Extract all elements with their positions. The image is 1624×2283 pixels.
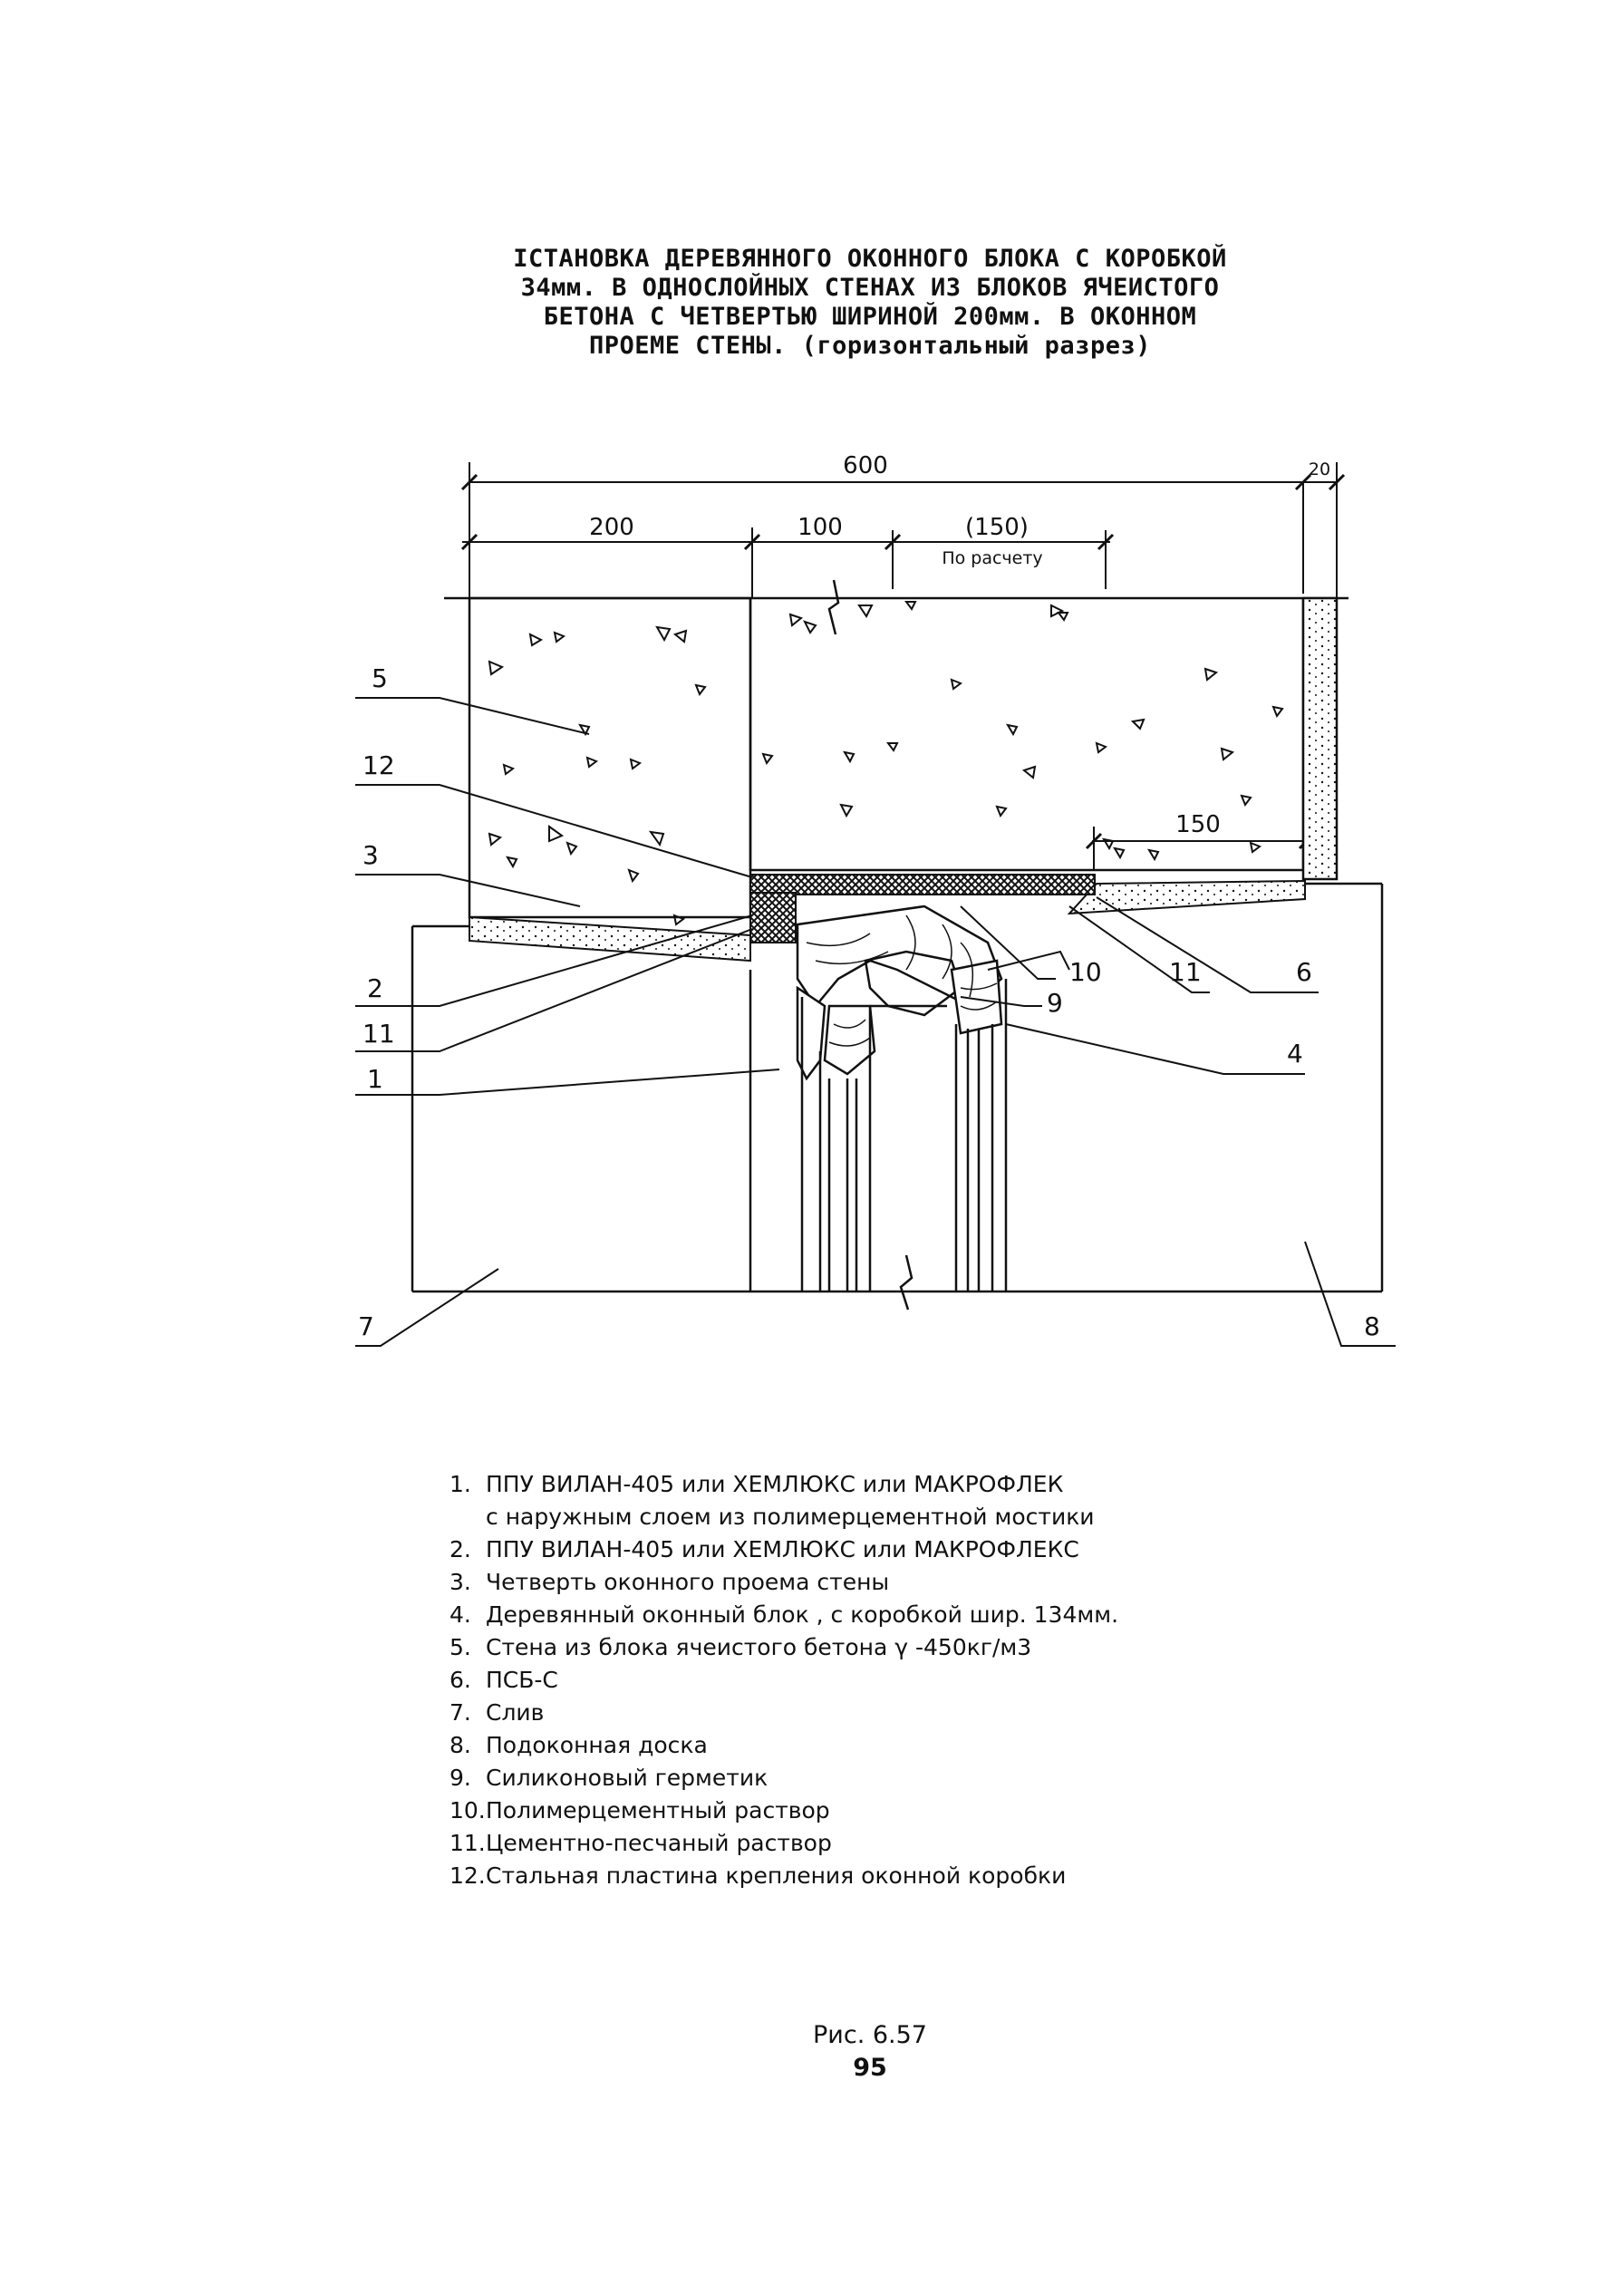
legend-text: Цементно-песчаный раствор — [486, 1830, 832, 1856]
legend-num: 6. — [450, 1667, 471, 1693]
callout-6: 6 — [1296, 957, 1312, 987]
legend-item-10: 10. Полимерцементный раствор — [450, 1794, 1356, 1827]
legend-num: 1. — [450, 1471, 471, 1497]
dim-right: 20 — [1309, 460, 1330, 479]
break-symbols — [827, 579, 914, 1311]
steel-plate-hatch — [749, 874, 1096, 895]
callout-3: 3 — [362, 840, 379, 870]
legend-item-7: 7. Слив — [450, 1697, 1356, 1729]
title-line-3: БЕТОНА С ЧЕТВЕРТЬЮ ШИРИНОЙ 200мм. В ОКОН… — [543, 303, 1197, 331]
legend: 1. ППУ ВИЛАН-405 или ХЕМЛЮКС или МАКРОФЛ… — [450, 1468, 1356, 1892]
legend-item-1: 1. ППУ ВИЛАН-405 или ХЕМЛЮКС или МАКРОФЛ… — [450, 1468, 1356, 1501]
callout-9: 9 — [1047, 988, 1063, 1018]
legend-num: 9. — [450, 1765, 471, 1791]
drawing-title: ІСТАНОВКА ДЕРЕВЯННОГО ОКОННОГО БЛОКА С К… — [381, 245, 1359, 361]
legend-num: 5. — [450, 1634, 471, 1660]
legend-num: 3. — [450, 1569, 471, 1595]
leader-lines — [355, 697, 1396, 1347]
legend-text: Силиконовый герметик — [486, 1765, 768, 1791]
legend-text: Подоконная доска — [486, 1732, 708, 1758]
callout-11-right: 11 — [1169, 957, 1202, 987]
callout-12: 12 — [362, 750, 395, 780]
legend-text: Четверть оконного проема стены — [486, 1569, 890, 1595]
legend-item-9: 9. Силиконовый герметик — [450, 1762, 1356, 1794]
legend-item-6: 6. ПСБ-С — [450, 1664, 1356, 1697]
legend-item-2: 2. ППУ ВИЛАН-405 или ХЕМЛЮКС или МАКРОФЛ… — [450, 1533, 1356, 1566]
legend-text: ППУ ВИЛАН-405 или ХЕМЛЮКС или МАКРОФЛЕК — [486, 1471, 1064, 1497]
legend-text: Полимерцементный раствор — [486, 1797, 830, 1823]
legend-num: 11. — [450, 1830, 486, 1856]
callout-11-left: 11 — [362, 1019, 395, 1049]
dim-quarter: 200 — [589, 514, 634, 541]
dim-frame: 100 — [798, 514, 843, 541]
legend-text: Стальная пластина крепления оконной коро… — [486, 1862, 1067, 1889]
legend-text: Деревянный оконный блок , с коробкой шир… — [486, 1601, 1119, 1628]
dim-calc-note: По расчету — [942, 548, 1042, 568]
legend-item-8: 8. Подоконная доска — [450, 1729, 1356, 1762]
callout-7: 7 — [358, 1311, 374, 1341]
concrete-aggregate — [488, 601, 1284, 926]
title-line-2: 34мм. В ОДНОСЛОЙНЫХ СТЕНАХ ИЗ БЛОКОВ ЯЧЕ… — [520, 274, 1220, 302]
legend-item-4: 4. Деревянный оконный блок , с коробкой … — [450, 1599, 1356, 1631]
callout-10: 10 — [1069, 957, 1102, 987]
title-line-4: ПРОЕМЕ СТЕНЫ. (горизонтальный разрез) — [589, 332, 1151, 360]
wall-block — [444, 596, 1348, 919]
legend-num: 2. — [450, 1536, 471, 1562]
window-sashes — [800, 997, 994, 1291]
sill-outline — [411, 882, 1384, 1293]
cement-sand-right — [1067, 879, 1306, 915]
legend-num: 10. — [450, 1797, 486, 1823]
dim-inner: 150 — [1175, 811, 1221, 838]
legend-item-12: 12. Стальная пластина крепления оконной … — [450, 1860, 1356, 1892]
legend-num: 12. — [450, 1862, 486, 1889]
legend-text: ПСБ-С — [486, 1667, 558, 1693]
legend-item-3: 3. Четверть оконного проема стены — [450, 1566, 1356, 1599]
callout-2: 2 — [367, 973, 383, 1003]
callout-8: 8 — [1364, 1311, 1380, 1341]
legend-num: 4. — [450, 1601, 471, 1628]
callout-5: 5 — [372, 663, 388, 693]
legend-item-1-cont: с наружным слоем из полимерцементной мос… — [486, 1504, 1095, 1530]
dim-total: 600 — [843, 452, 888, 479]
cement-sand-left — [469, 915, 751, 963]
legend-item-11: 11. Цементно-песчаный раствор — [450, 1827, 1356, 1860]
dimension-lines — [462, 462, 1338, 870]
legend-num: 7. — [450, 1699, 471, 1726]
legend-num: 8. — [450, 1732, 471, 1758]
legend-text: ППУ ВИЛАН-405 или ХЕМЛЮКС или МАКРОФЛЕКС — [486, 1536, 1079, 1562]
legend-item-5: 5. Стена из блока ячеистого бетона γ -45… — [450, 1631, 1356, 1664]
title-line-1: ІСТАНОВКА ДЕРЕВЯННОГО ОКОННОГО БЛОКА С К… — [513, 245, 1227, 273]
wood-grain — [806, 914, 998, 1047]
legend-text: Стена из блока ячеистого бетона γ -450кг… — [486, 1634, 1032, 1660]
dim-calc: (150) — [965, 514, 1029, 541]
figure-caption: Рис. 6.57 95 — [779, 2019, 961, 2085]
figure-number: Рис. 6.57 — [813, 2021, 927, 2049]
legend-text: Слив — [486, 1699, 545, 1726]
page-number: 95 — [853, 2054, 887, 2082]
polymer-mortar-block — [749, 892, 797, 943]
callout-1: 1 — [367, 1064, 383, 1094]
callout-4: 4 — [1287, 1039, 1303, 1069]
